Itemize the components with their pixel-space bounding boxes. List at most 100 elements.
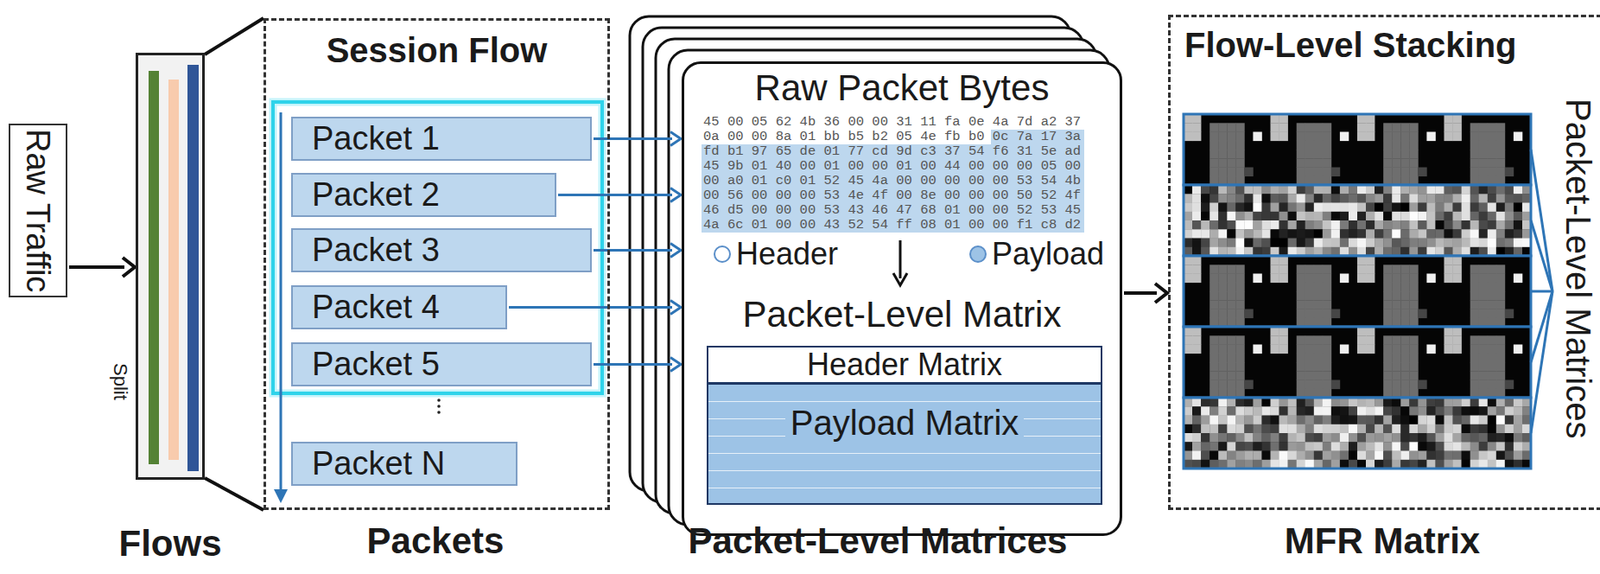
- strip-pixel: [1461, 415, 1471, 426]
- strip-pixel: [1209, 264, 1219, 274]
- strip-pixel: [1417, 424, 1427, 434]
- strip-pixel: [1504, 238, 1514, 248]
- strip-pixel: [1209, 424, 1219, 434]
- strip-pixel: [1322, 415, 1332, 426]
- strip-pixel: [1383, 149, 1392, 159]
- strip-pixel: [1339, 406, 1349, 416]
- strip-pixel: [1470, 184, 1480, 195]
- strip-pixel: [1252, 415, 1262, 426]
- strip-pixel: [1357, 441, 1366, 451]
- strip-pixel: [1209, 380, 1219, 390]
- strip-pixel: [1504, 309, 1514, 319]
- strip-pixel: [1296, 406, 1306, 416]
- strip-pixel: [1339, 397, 1349, 407]
- strip-pixel: [1453, 184, 1462, 195]
- strip-pixel: [1226, 299, 1236, 310]
- strip-pixel: [1209, 193, 1219, 204]
- strip-pixel: [1209, 344, 1219, 355]
- strip-pixel: [1374, 450, 1384, 461]
- strip-pixel: [1235, 335, 1245, 345]
- connector-line: [593, 362, 673, 366]
- strip-pixel: [1218, 441, 1227, 451]
- strip-pixel: [1513, 441, 1523, 451]
- strip-pixel: [1487, 397, 1497, 407]
- strip-pixel: [1453, 424, 1462, 434]
- strip-pixel: [1365, 406, 1375, 416]
- strip-pixel: [1322, 344, 1332, 355]
- strip-pixel: [1470, 149, 1480, 159]
- strip-pixel: [1235, 158, 1245, 168]
- zoom-line: [204, 18, 264, 55]
- strip-pixel: [1322, 309, 1332, 319]
- strip-pixel: [1409, 344, 1418, 355]
- strip-pixel: [1479, 203, 1488, 213]
- strip-pixel: [1209, 122, 1219, 133]
- strip-pixel: [1470, 432, 1480, 443]
- panel-title: Flow-Level Stacking: [1184, 25, 1518, 64]
- strip-pixel: [1417, 167, 1427, 178]
- strip-pixel: [1383, 344, 1392, 355]
- strip-pixel: [1218, 335, 1227, 345]
- strip-pixel: [1365, 228, 1375, 239]
- strip-pixel: [1374, 432, 1384, 443]
- strip-pixel: [1513, 432, 1523, 443]
- strip-pixel: [1288, 397, 1297, 407]
- strip-pixel: [1383, 122, 1392, 133]
- strip-pixel: [1279, 114, 1289, 124]
- strip-pixel: [1288, 211, 1297, 222]
- strip-pixel: [1244, 193, 1253, 204]
- strip-pixel: [1296, 353, 1306, 363]
- strip-pixel: [1244, 432, 1253, 443]
- strip-pixel: [1400, 132, 1410, 142]
- strip-pixel: [1426, 228, 1435, 239]
- strip-pixel: [1348, 415, 1358, 426]
- strip-pixel: [1496, 432, 1505, 443]
- strip-pixel: [1192, 122, 1201, 133]
- strip-pixel: [1391, 273, 1401, 284]
- strip-pixel: [1409, 309, 1418, 319]
- strip-pixel: [1383, 309, 1392, 319]
- strip-pixel: [1374, 211, 1384, 222]
- strip-pixel: [1496, 344, 1505, 355]
- strip-pixel: [1270, 406, 1280, 416]
- strip-pixel: [1218, 167, 1227, 178]
- hex-row: 4a 6c 01 00 00 43 52 54 ff 08 01 00 00 f…: [703, 217, 1081, 233]
- strip-pixel: [1365, 211, 1375, 222]
- strip-pixel: [1305, 228, 1315, 239]
- strip-pixel: [1357, 264, 1366, 274]
- strip-pixel: [1383, 238, 1392, 248]
- selection-glow: [273, 101, 603, 394]
- strip-pixel: [1252, 184, 1262, 195]
- strip-pixel: [1444, 344, 1454, 355]
- caption: MFR Matrix: [1284, 520, 1480, 561]
- strip-pixel: [1409, 397, 1418, 407]
- strip-pixel: [1383, 299, 1392, 310]
- strip-pixel: [1504, 167, 1514, 178]
- strip-pixel: [1296, 238, 1306, 248]
- strip-pixel: [1365, 238, 1375, 248]
- strip-pixel: [1252, 211, 1262, 222]
- strip-pixel: [1339, 184, 1349, 195]
- strip-pixel: [1487, 424, 1497, 434]
- strip-pixel: [1479, 432, 1488, 443]
- strip-pixel: [1183, 114, 1193, 124]
- strip-pixel: [1279, 211, 1289, 222]
- strip-pixel: [1218, 406, 1227, 416]
- strip-pixel: [1235, 264, 1245, 274]
- strip-pixel: [1479, 335, 1488, 345]
- strip-pixel: [1479, 211, 1488, 222]
- strip-pixel: [1409, 299, 1418, 310]
- strip-pixel: [1270, 273, 1280, 284]
- strip-pixel: [1487, 220, 1497, 230]
- strip-pixel: [1296, 309, 1306, 319]
- strip-pixel: [1192, 432, 1201, 443]
- strip-pixel: [1348, 397, 1358, 407]
- strip-pixel: [1400, 291, 1410, 301]
- strip-pixel: [1357, 203, 1366, 213]
- strip-pixel: [1470, 167, 1480, 178]
- strip-pixel: [1183, 132, 1193, 142]
- strip-pixel: [1314, 122, 1323, 133]
- strip-pixel: [1226, 211, 1236, 222]
- strip-pixel: [1461, 193, 1471, 204]
- strip-pixel: [1357, 193, 1366, 204]
